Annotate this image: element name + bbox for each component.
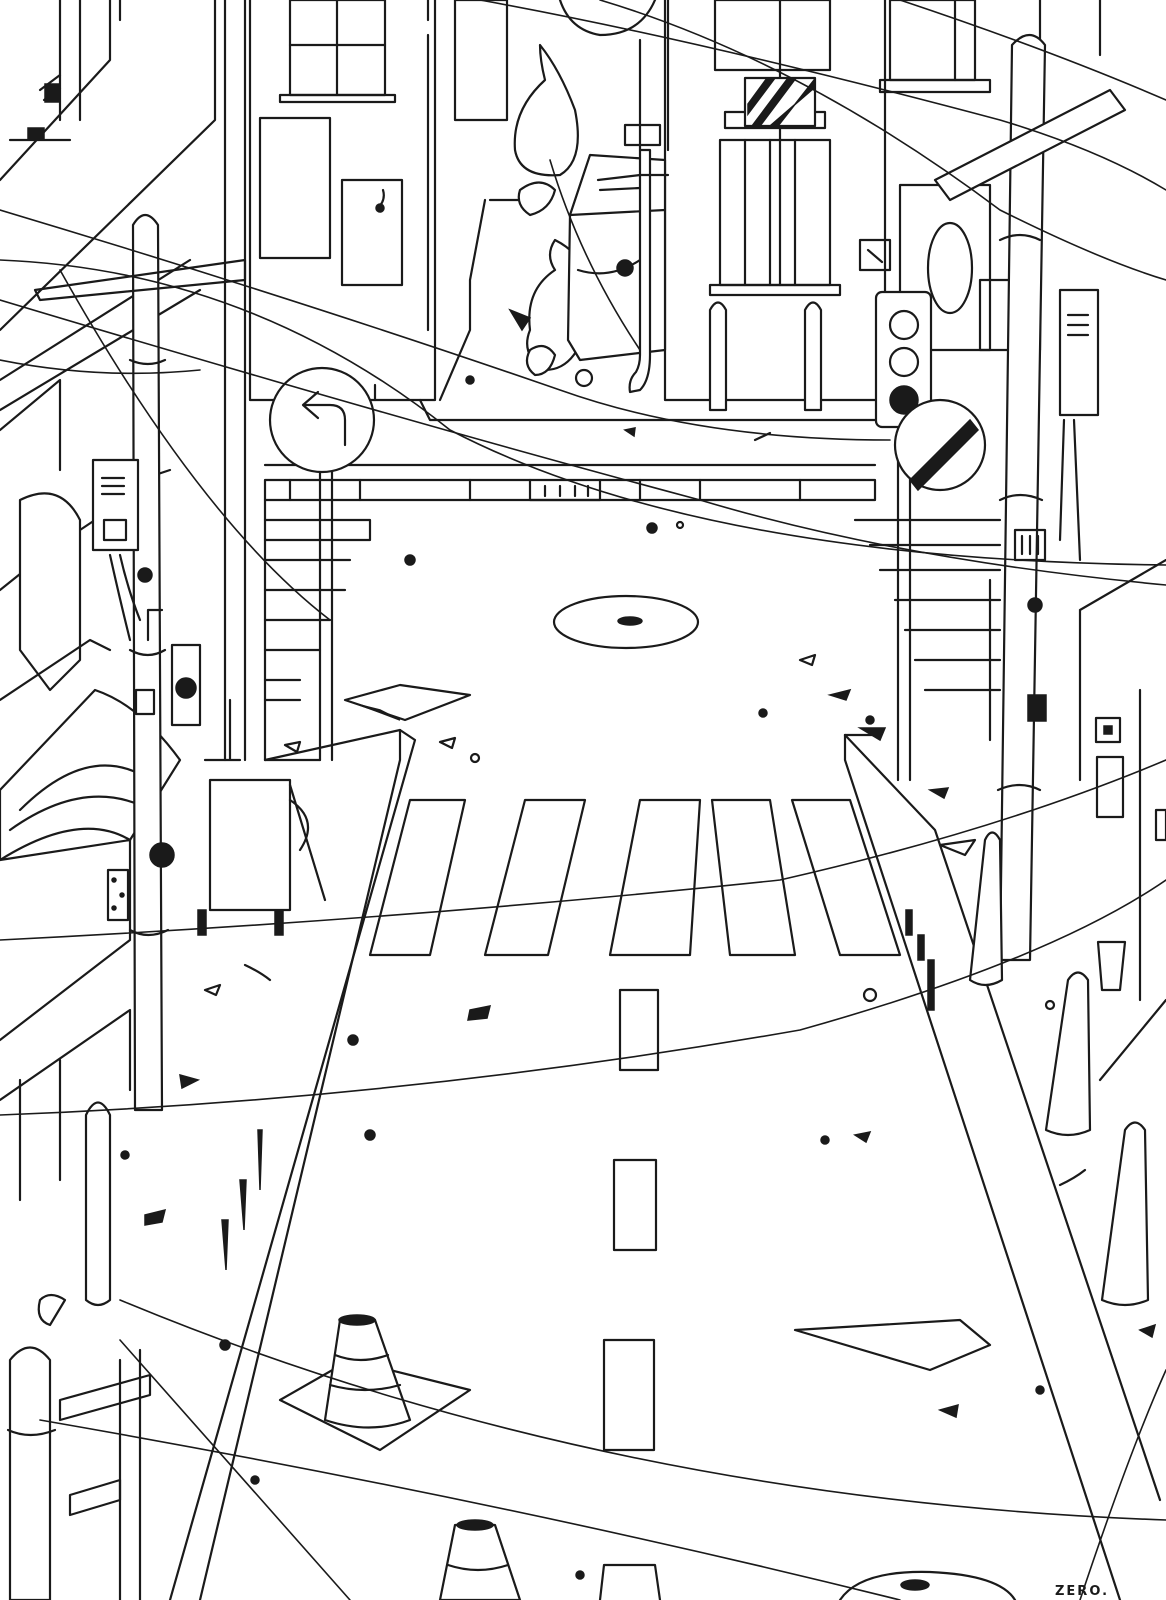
paper-cup	[1096, 940, 1127, 992]
bollard	[708, 301, 728, 412]
artist-signature: ZERO.	[1055, 1584, 1109, 1599]
litter	[37, 520, 1157, 1580]
trash-bag	[513, 43, 579, 177]
traffic-cone	[323, 1318, 412, 1429]
electrical-box	[91, 458, 140, 552]
manhole	[552, 594, 700, 650]
pole-crossarm	[933, 88, 1127, 202]
cone-base	[278, 1358, 472, 1452]
bollard	[803, 301, 823, 412]
no-parking-sign-icon	[893, 398, 987, 492]
electrical-box	[1058, 288, 1100, 417]
no-parking-sign	[893, 398, 987, 492]
traffic-light	[874, 290, 933, 782]
bollard	[8, 1346, 52, 1600]
utility-pole-left	[33, 213, 247, 1112]
a-frame-sign	[208, 778, 292, 912]
paper-scrap	[793, 1318, 992, 1372]
far-alley	[263, 0, 882, 502]
turn-left-arrow-icon	[301, 390, 347, 447]
crosswalk	[368, 798, 902, 957]
lane-markings	[598, 988, 662, 1600]
bollard	[1100, 1121, 1150, 1307]
wall-box	[258, 116, 332, 260]
bollard	[968, 831, 1004, 987]
road	[168, 518, 1166, 1600]
wall-panel	[340, 178, 404, 287]
manhole	[838, 1570, 1017, 1600]
banner-panel	[18, 492, 82, 692]
utility-pole-right	[933, 33, 1127, 962]
bollards-and-cones	[6, 831, 1150, 1600]
turn-left-sign	[268, 366, 376, 762]
bollard	[84, 1101, 112, 1307]
bollard	[1044, 971, 1092, 1137]
